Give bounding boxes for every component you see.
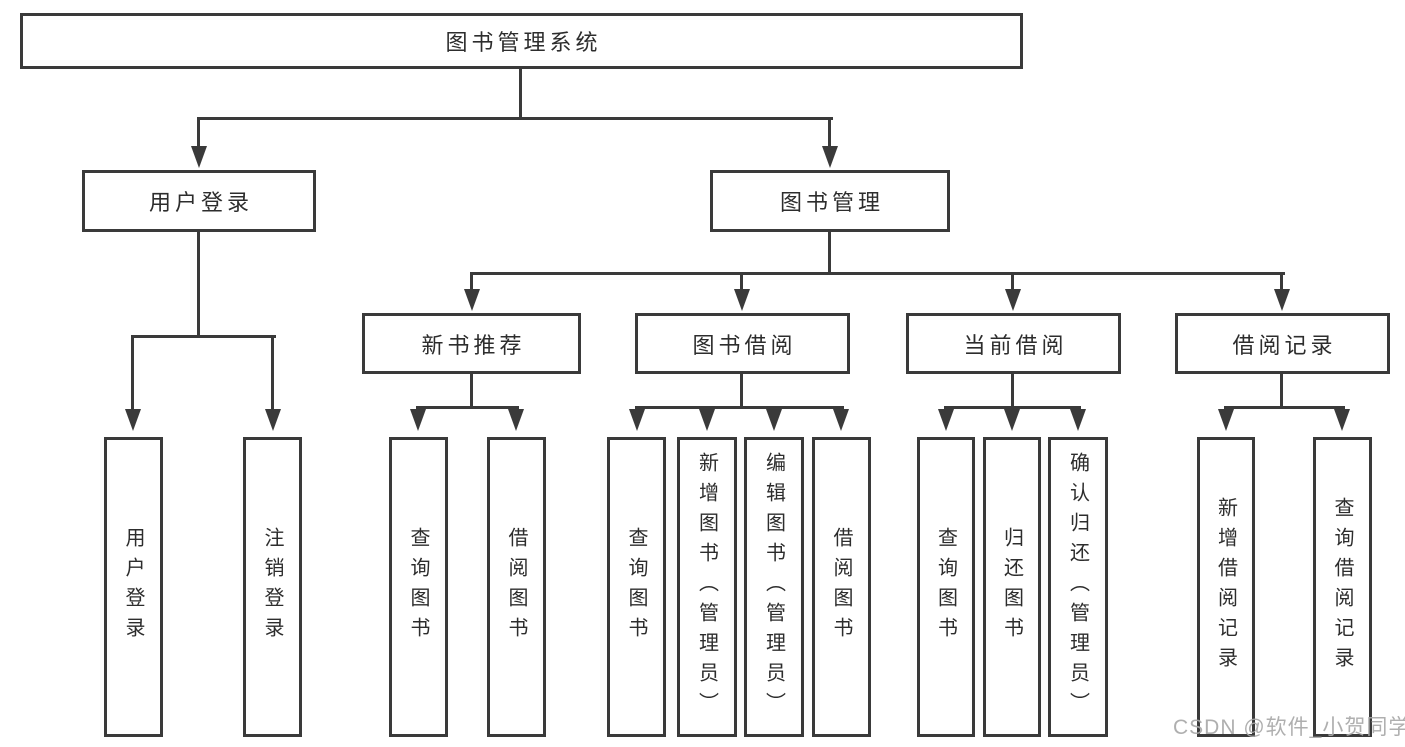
node-book-management: 图书管理 [710, 170, 950, 232]
node-label: 用户登录 [122, 527, 144, 647]
node-label: 查询借阅记录 [1331, 497, 1353, 677]
leaf-cb-confirm-return: 确认归还（管理员） [1048, 437, 1108, 737]
connector-line [197, 232, 200, 335]
connector-arrow [938, 409, 954, 431]
connector-arrow [125, 409, 141, 431]
connector-arrow [191, 146, 207, 168]
connector-line [470, 272, 473, 291]
node-new-book-recommend: 新书推荐 [362, 313, 581, 374]
node-label: 确认归还（管理员） [1066, 452, 1089, 722]
connector-line [519, 69, 522, 117]
leaf-br-query-record: 查询借阅记录 [1313, 437, 1372, 737]
leaf-bb-edit-book: 编辑图书（管理员） [744, 437, 804, 737]
connector-arrow [822, 146, 838, 168]
connector-line [828, 232, 831, 272]
leaf-logout-login: 注销登录 [243, 437, 302, 737]
leaf-bb-add-book: 新增图书（管理员） [677, 437, 737, 737]
leaf-cb-query-book: 查询图书 [917, 437, 975, 737]
node-label: 新书推荐 [421, 332, 526, 358]
connector-arrow [1218, 409, 1234, 431]
watermark: CSDN @软件_小贺同学 [1173, 716, 1405, 739]
leaf-nb-borrow-book: 借阅图书 [487, 437, 546, 737]
leaf-br-add-record: 新增借阅记录 [1197, 437, 1255, 737]
connector-line [470, 374, 473, 406]
connector-line [1224, 406, 1345, 409]
connector-line [131, 335, 276, 338]
connector-line [131, 335, 134, 411]
node-book-borrow: 图书借阅 [635, 313, 850, 374]
connector-line [944, 406, 1081, 409]
node-label: 编辑图书（管理员） [762, 452, 785, 722]
connector-line [197, 117, 200, 150]
node-user-login: 用户登录 [82, 170, 316, 232]
connector-line [635, 406, 844, 409]
leaf-user-login: 用户登录 [104, 437, 163, 737]
connector-arrow [766, 409, 782, 431]
connector-line [271, 335, 274, 411]
connector-line [416, 406, 519, 409]
connector-arrow [1274, 289, 1290, 311]
node-label: 归还图书 [1000, 527, 1023, 647]
node-label: 借阅记录 [1232, 332, 1337, 358]
connector-line [828, 117, 831, 150]
node-label: 当前借阅 [963, 332, 1068, 358]
node-label: 注销登录 [261, 527, 283, 647]
node-label: 查询图书 [625, 527, 647, 647]
node-label: 图书借阅 [692, 332, 797, 358]
connector-arrow [1070, 409, 1086, 431]
node-label: 新增图书（管理员） [695, 452, 718, 722]
node-root: 图书管理系统 [20, 13, 1023, 69]
node-label: 查询图书 [407, 527, 429, 647]
node-borrow-record: 借阅记录 [1175, 313, 1390, 374]
connector-line [1280, 374, 1283, 406]
connector-arrow [699, 409, 715, 431]
connector-arrow [1005, 289, 1021, 311]
connector-arrow [1004, 409, 1020, 431]
node-label: 查询图书 [934, 527, 957, 647]
connector-arrow [508, 409, 524, 431]
connector-line [1280, 272, 1283, 291]
node-label: 图书管理系统 [445, 30, 602, 55]
node-label: 新增借阅记录 [1214, 497, 1237, 677]
connector-arrow [265, 409, 281, 431]
connector-line [1011, 272, 1014, 291]
connector-arrow [410, 409, 426, 431]
connector-line [197, 117, 833, 120]
connector-line [740, 374, 743, 406]
leaf-bb-borrow-book: 借阅图书 [812, 437, 871, 737]
connector-line [740, 272, 743, 291]
connector-arrow [833, 409, 849, 431]
connector-arrow [1334, 409, 1350, 431]
connector-line [1011, 374, 1014, 406]
node-label: 图书管理 [779, 190, 884, 215]
connector-arrow [734, 289, 750, 311]
leaf-bb-query-book: 查询图书 [607, 437, 666, 737]
connector-line [470, 272, 1285, 275]
node-label: 用户登录 [148, 190, 253, 215]
node-current-borrow: 当前借阅 [906, 313, 1121, 374]
node-label: 借阅图书 [830, 527, 852, 647]
leaf-cb-return-book: 归还图书 [983, 437, 1041, 737]
connector-arrow [629, 409, 645, 431]
node-label: 借阅图书 [505, 527, 527, 647]
leaf-nb-query-book: 查询图书 [389, 437, 448, 737]
connector-arrow [464, 289, 480, 311]
